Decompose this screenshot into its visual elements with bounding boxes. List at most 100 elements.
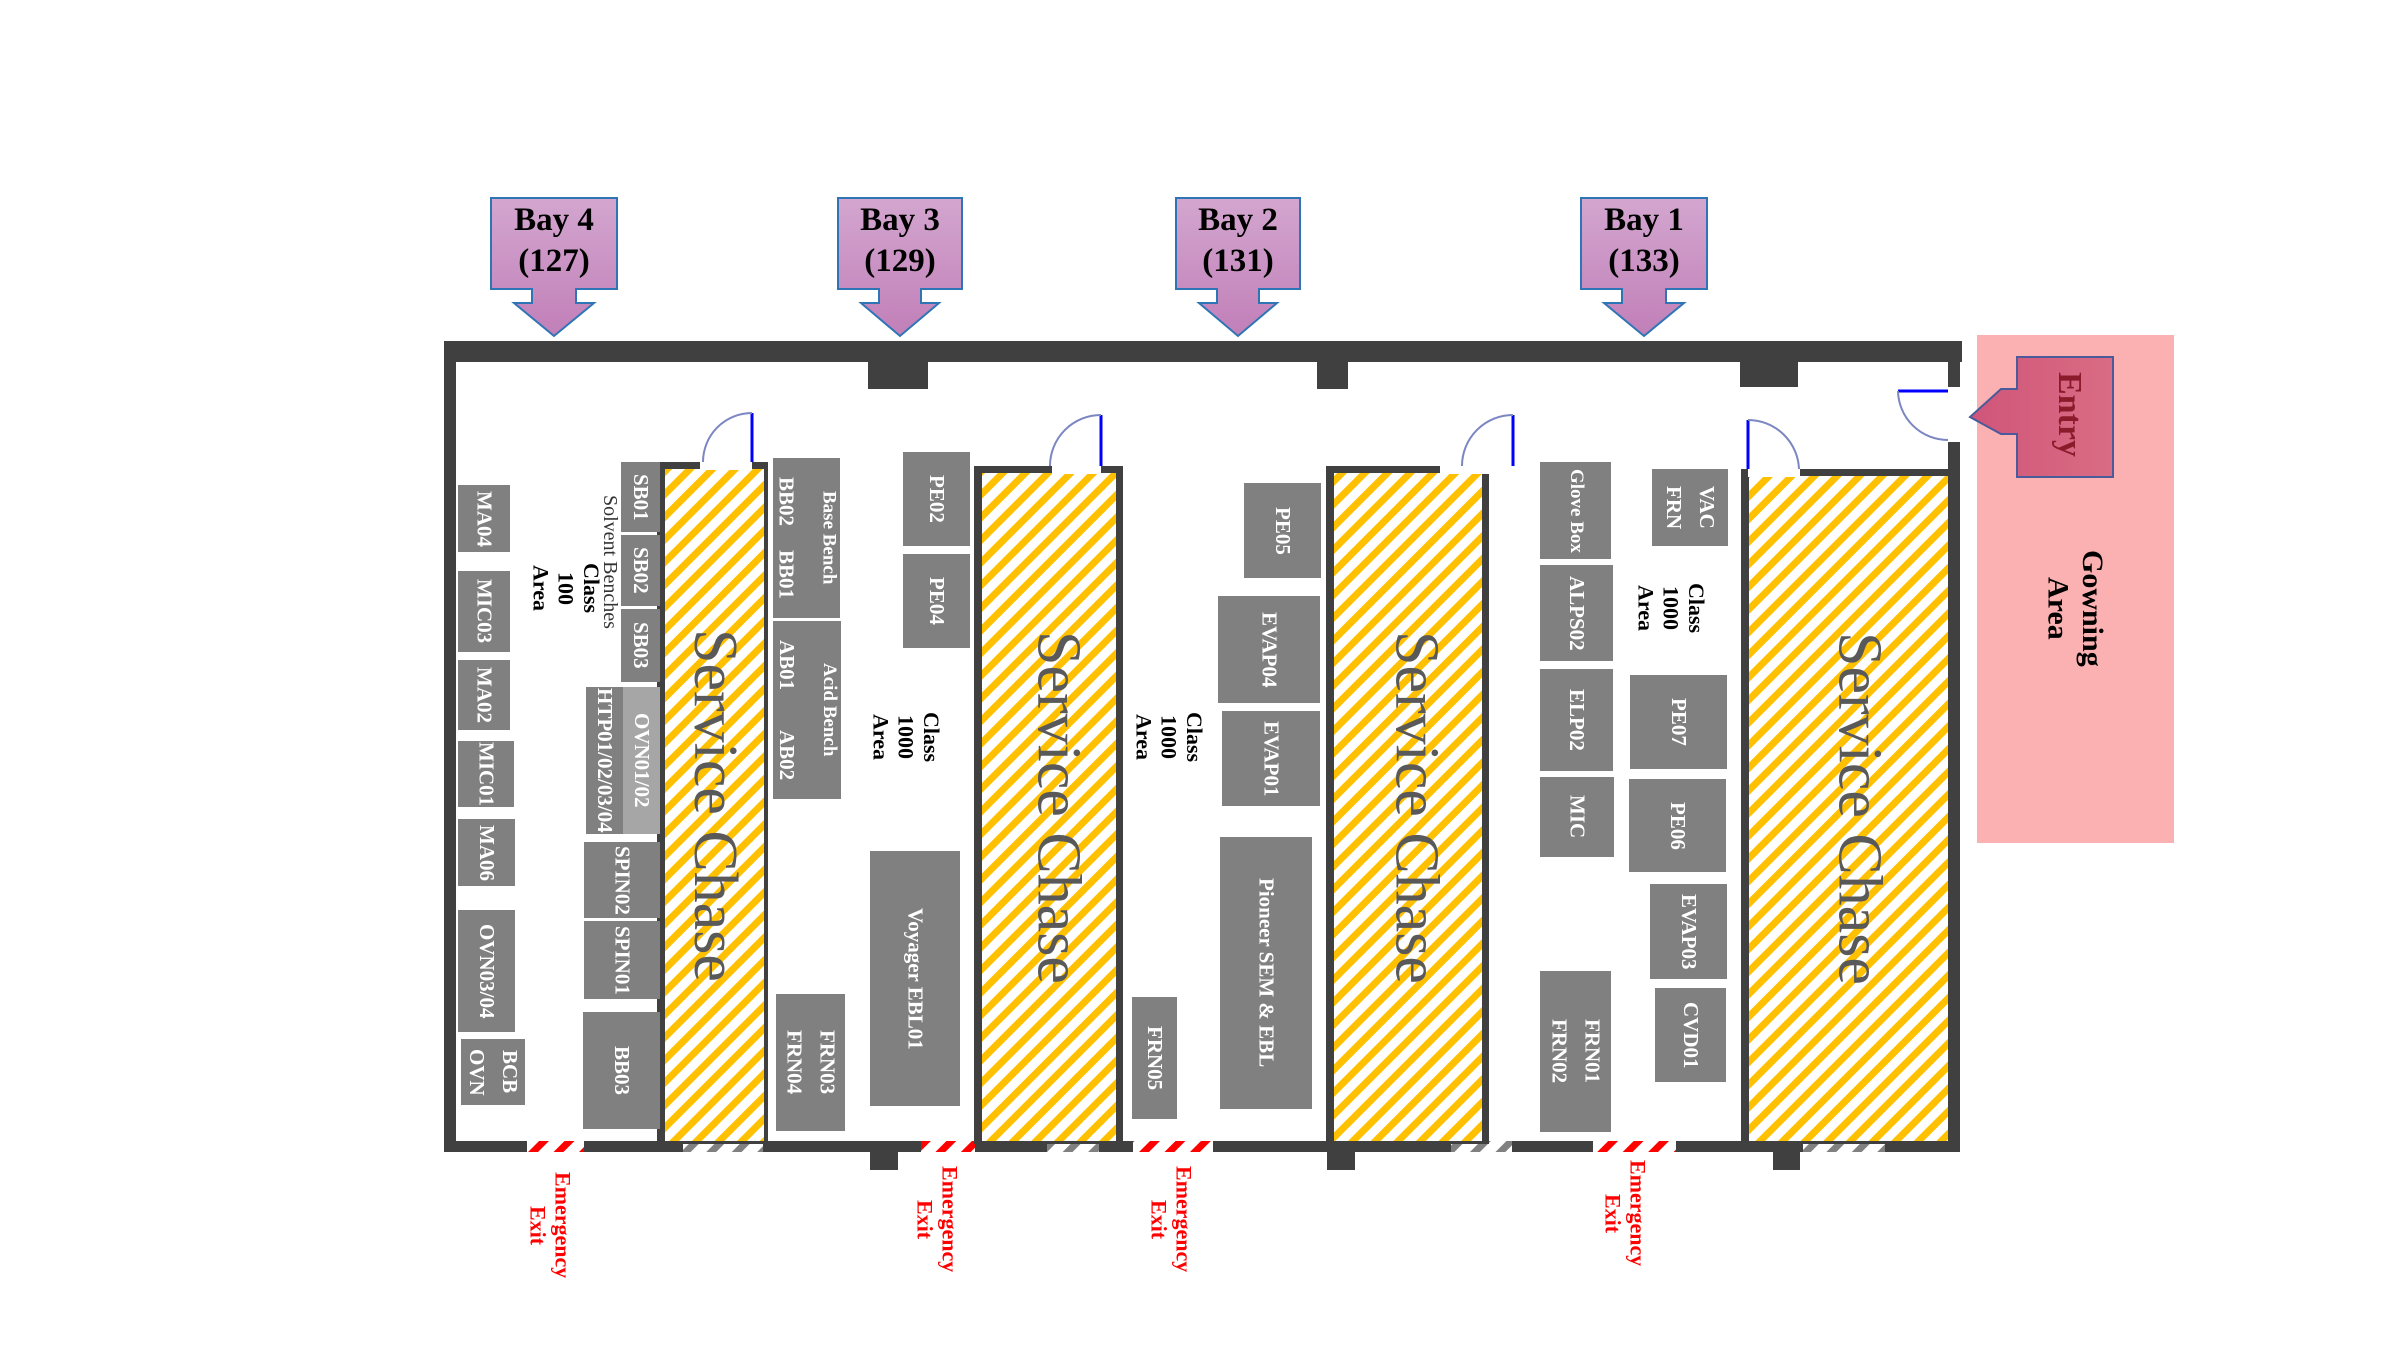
equipment-base-bench[interactable]: Base Bench BB02 BB01 bbox=[773, 458, 840, 618]
equipment-spin01[interactable]: SPIN01 bbox=[584, 921, 660, 999]
equipment-voyager-ebl01[interactable]: Voyager EBL01 bbox=[870, 851, 960, 1106]
entry-arrow bbox=[1968, 356, 2114, 478]
label-text: Exit bbox=[1600, 1193, 1626, 1233]
label-text: PE07 bbox=[1667, 698, 1692, 746]
emergency-exit-door bbox=[1133, 1141, 1213, 1152]
equipment-pe04[interactable]: PE04 bbox=[903, 554, 970, 648]
label-text: FRN02 bbox=[1547, 1019, 1572, 1084]
label-text: Area bbox=[868, 714, 894, 761]
bay-name: Bay 2 bbox=[1198, 202, 1278, 238]
bottom-wall bbox=[1213, 1141, 1451, 1152]
label-text: ELP02 bbox=[1565, 689, 1590, 751]
label-text: PE05 bbox=[1271, 506, 1296, 555]
equipment-ovn0304[interactable]: OVN03/04 bbox=[458, 910, 515, 1032]
equipment-ovn0102[interactable]: OVN01/02 bbox=[623, 687, 660, 834]
bay-label-3: Bay 3 (129) bbox=[838, 200, 962, 283]
label-text: MA04 bbox=[472, 490, 497, 547]
equipment-acid-bench[interactable]: Acid Bench AB01 AB02 bbox=[773, 621, 841, 799]
equipment-ma04[interactable]: MA04 bbox=[458, 485, 510, 552]
pillar bbox=[870, 1152, 898, 1170]
chase-bottom-door bbox=[1047, 1141, 1099, 1152]
bay-label-1: Bay 1 (133) bbox=[1581, 200, 1707, 283]
label-text: Voyager EBL01 bbox=[903, 907, 928, 1050]
equipment-alps02[interactable]: ALPS02 bbox=[1540, 565, 1613, 661]
label-text: Class bbox=[918, 712, 944, 763]
label-group: BB02 BB01 bbox=[774, 476, 799, 600]
label-text: BB01 bbox=[774, 550, 799, 600]
equipment-pe05[interactable]: PE05 bbox=[1244, 483, 1321, 578]
equipment-pe06[interactable]: PE06 bbox=[1629, 779, 1726, 872]
equipment-bb03[interactable]: BB03 bbox=[583, 1012, 660, 1129]
equipment-evap01[interactable]: EVAP01 bbox=[1222, 711, 1320, 806]
equipment-pioneer-sem-ebl[interactable]: Pioneer SEM & EBL bbox=[1220, 837, 1312, 1109]
service-chase-2 bbox=[1326, 464, 1515, 1144]
label-text: Emergency bbox=[1625, 1160, 1651, 1267]
equipment-sb03[interactable]: SB03 bbox=[621, 609, 660, 682]
label-text: BB02 bbox=[774, 476, 799, 526]
label-text: ALPS02 bbox=[1565, 575, 1590, 651]
emergency-exit-door bbox=[1593, 1141, 1676, 1152]
bottom-wall bbox=[1512, 1141, 1593, 1152]
equipment-evap04[interactable]: EVAP04 bbox=[1218, 596, 1320, 703]
equipment-spin02[interactable]: SPIN02 bbox=[584, 842, 660, 918]
label-text: Glove Box bbox=[1565, 468, 1587, 553]
pillar bbox=[1327, 1152, 1355, 1170]
label-text: 100 bbox=[553, 571, 579, 605]
equipment-pe02[interactable]: PE02 bbox=[903, 452, 970, 546]
label-text: SB01 bbox=[629, 473, 654, 521]
door-chase-3 bbox=[1049, 414, 1103, 467]
label-text: Acid Bench bbox=[818, 663, 840, 757]
equipment-ma02[interactable]: MA02 bbox=[458, 660, 510, 730]
equipment-sb01[interactable]: SB01 bbox=[621, 462, 660, 532]
bay-room-number: (133) bbox=[1608, 243, 1680, 280]
bay-label-4: Bay 4 (127) bbox=[491, 200, 617, 283]
door-chase-2 bbox=[1461, 414, 1515, 467]
door-entry bbox=[1897, 389, 1949, 441]
label-text: AB02 bbox=[775, 730, 800, 781]
label-text: Exit bbox=[912, 1199, 938, 1239]
bottom-wall bbox=[1099, 1141, 1133, 1152]
equipment-htp[interactable]: HTP01/02/03/04 bbox=[586, 687, 623, 834]
equipment-frn05[interactable]: FRN05 bbox=[1132, 997, 1177, 1119]
label-text: Class bbox=[578, 563, 604, 614]
right-wall-top bbox=[1948, 341, 1960, 387]
equipment-mic01[interactable]: MIC01 bbox=[458, 741, 514, 807]
equipment-ma06[interactable]: MA06 bbox=[458, 819, 515, 886]
bay-arrow-3 bbox=[837, 197, 963, 338]
label-text: HTP01/02/03/04 bbox=[593, 688, 618, 833]
equipment-cvd01[interactable]: CVD01 bbox=[1655, 988, 1726, 1082]
emergency-exit-door bbox=[527, 1141, 584, 1152]
service-chase-label: Service Chase bbox=[681, 628, 749, 982]
bottom-wall bbox=[975, 1141, 1047, 1152]
equipment-pe07[interactable]: PE07 bbox=[1630, 675, 1727, 769]
solvent-benches-label: Solvent Benches bbox=[599, 495, 621, 629]
equipment-mic[interactable]: MIC bbox=[1540, 777, 1614, 857]
equipment-evap03[interactable]: EVAP03 bbox=[1650, 884, 1727, 979]
label-text: OVN bbox=[465, 1048, 489, 1096]
bay-arrow-2 bbox=[1175, 197, 1301, 338]
equipment-glove-box[interactable]: Glove Box bbox=[1540, 462, 1611, 559]
label-text: FRN03 bbox=[815, 1030, 840, 1095]
label-text: MIC bbox=[1565, 795, 1590, 839]
label-text: PE02 bbox=[925, 475, 950, 523]
equipment-elp02[interactable]: ELP02 bbox=[1540, 669, 1613, 771]
equipment-mic03[interactable]: MIC03 bbox=[458, 571, 510, 652]
bay-room-number: (131) bbox=[1202, 243, 1274, 280]
label-group: Acid Bench AB01 AB02 bbox=[775, 640, 840, 781]
label-text: MA02 bbox=[472, 667, 497, 723]
gowning-line-2: Area bbox=[2041, 576, 2075, 640]
bottom-wall bbox=[763, 1141, 921, 1152]
equipment-sb02[interactable]: SB02 bbox=[621, 535, 660, 606]
